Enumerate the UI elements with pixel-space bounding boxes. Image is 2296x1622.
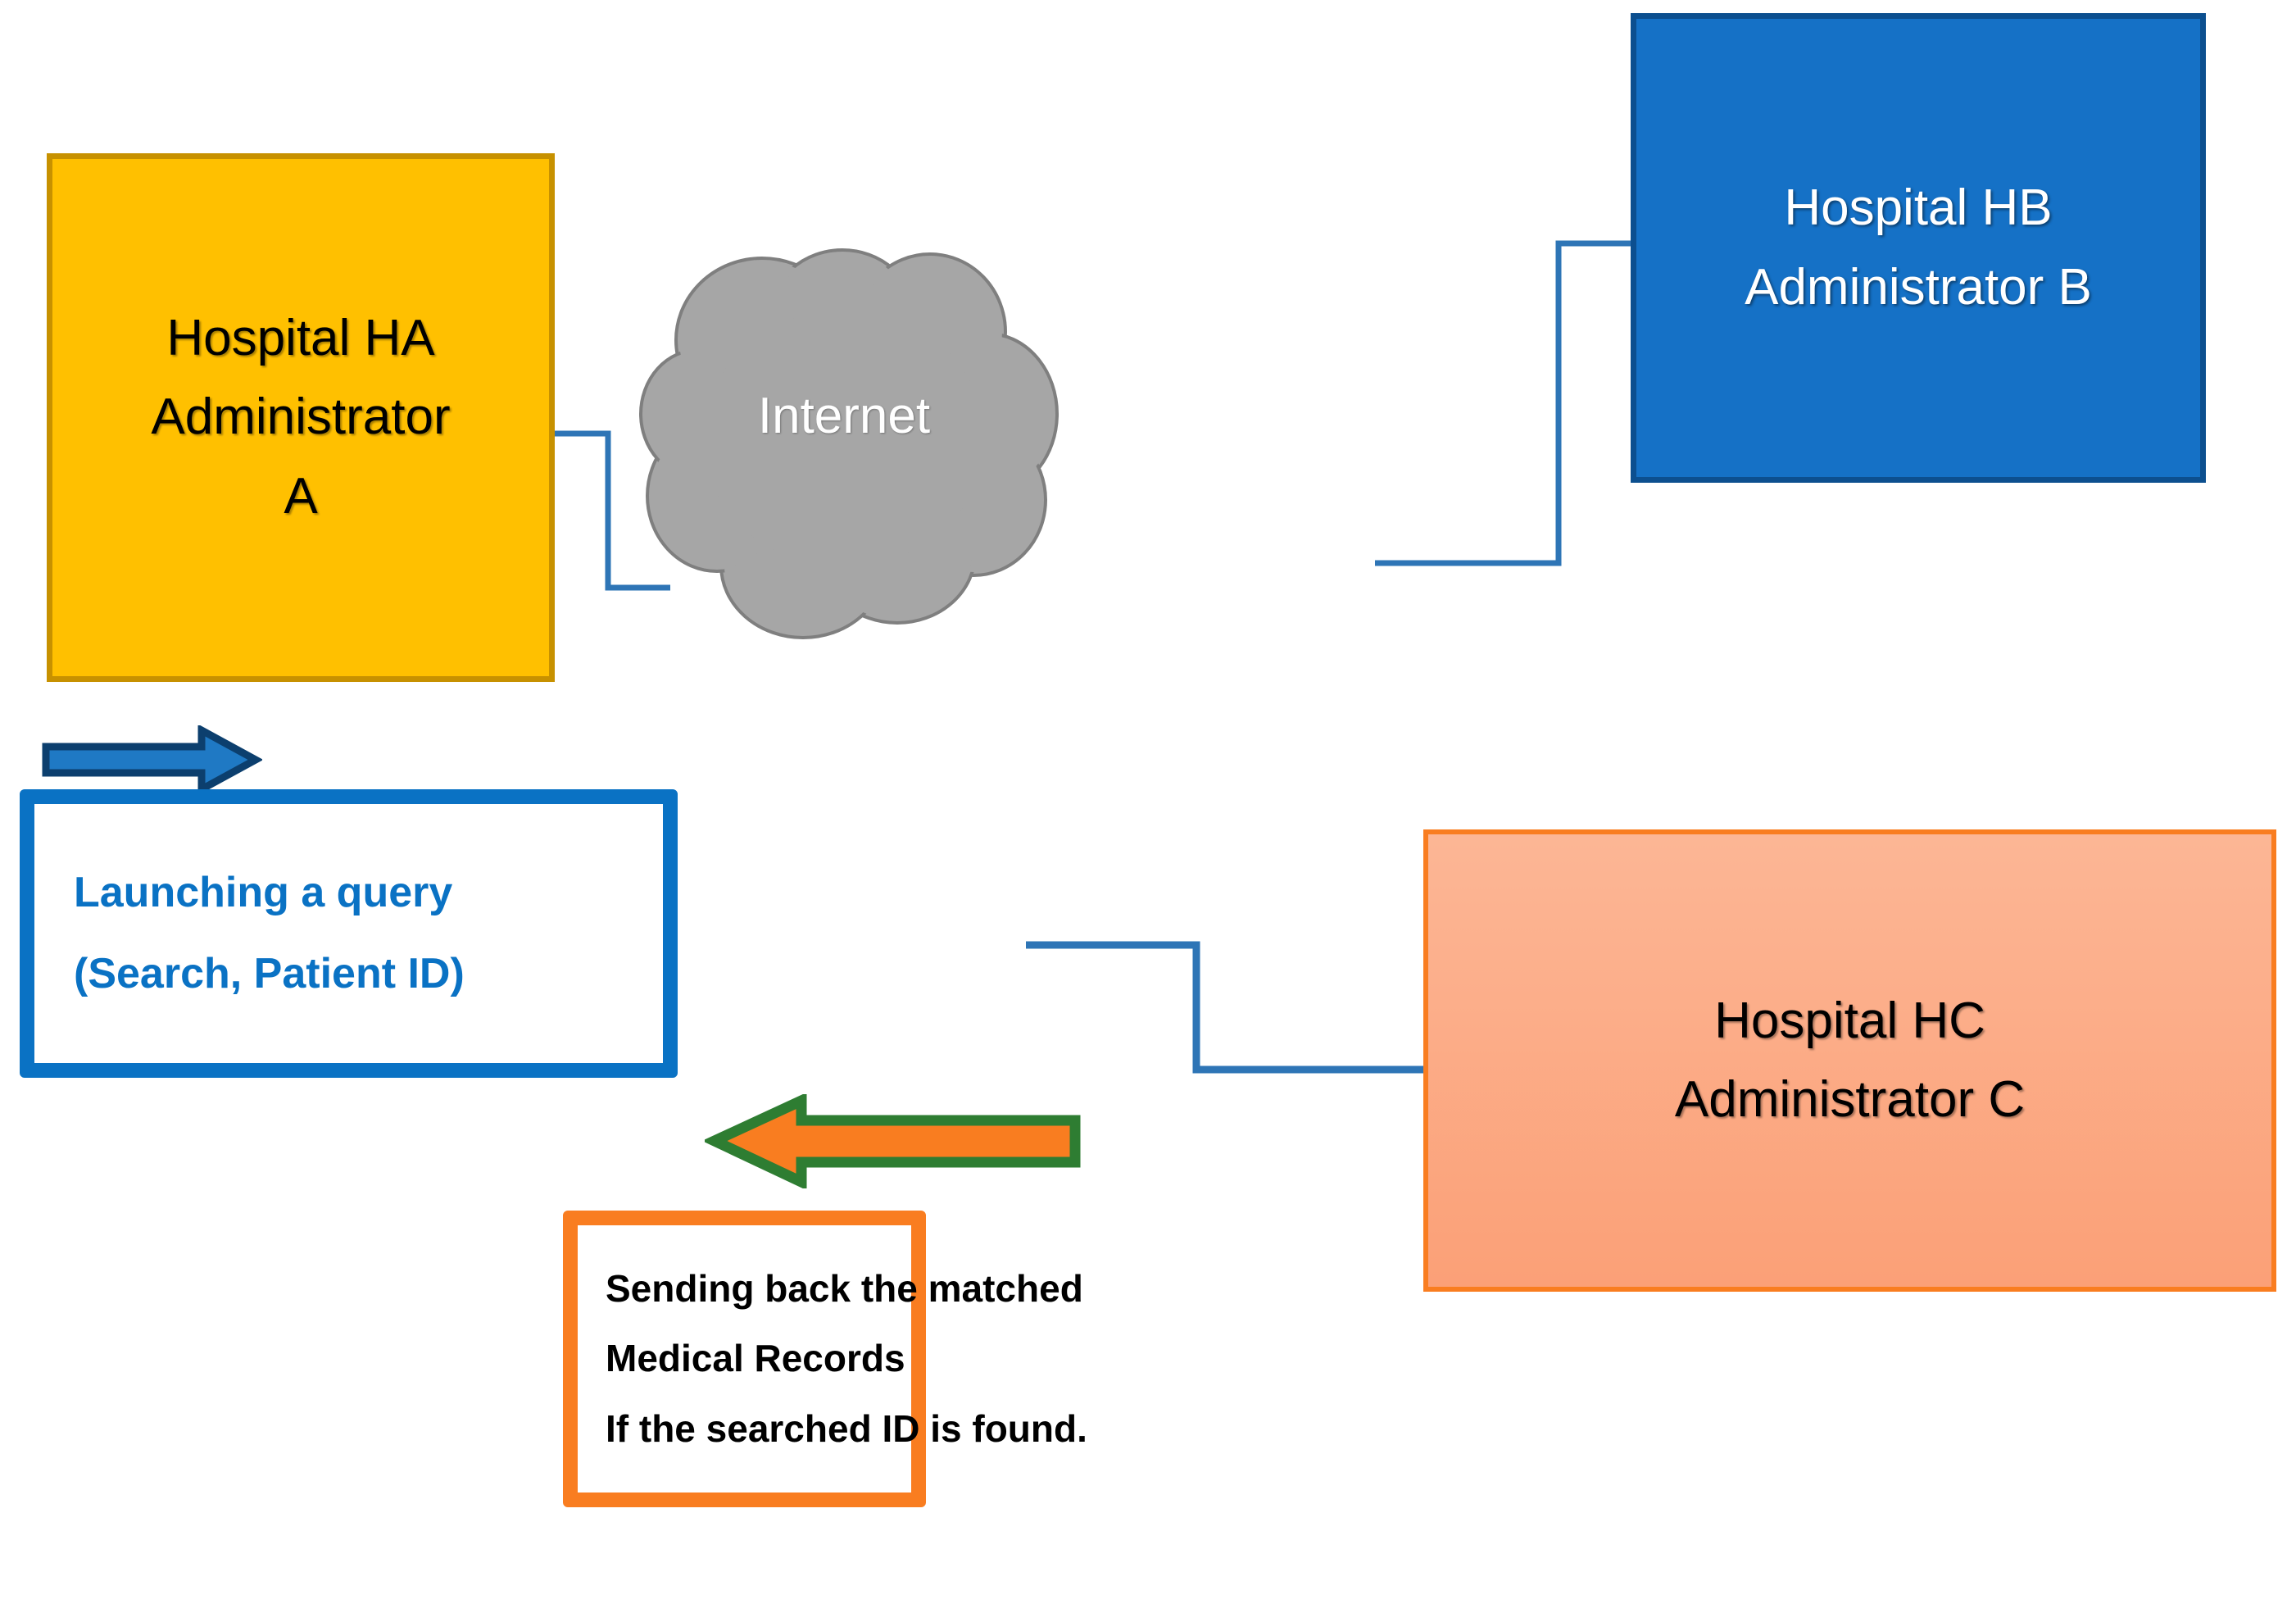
callout-launching-query[interactable]: Launching a query (Search, Patient ID): [20, 789, 678, 1078]
connector-internet-to-hb: [1375, 240, 1632, 566]
callout-records-line-3: If the searched ID is found.: [606, 1406, 1087, 1450]
callout-query-line-2: (Search, Patient ID): [74, 950, 465, 997]
internet-cloud-label: Internet: [757, 388, 931, 444]
node-hospital-hb-line-1: Hospital HB: [1784, 179, 2053, 237]
node-hospital-ha[interactable]: Hospital HA Administrator A: [47, 153, 555, 682]
callout-sending-records[interactable]: Sending back the matched Medical Records…: [563, 1211, 1087, 1507]
right-arrow-icon: [42, 725, 262, 795]
callout-records-line-1: Sending back the matched: [606, 1267, 1083, 1311]
connector-internet-to-hc: [1026, 941, 1426, 1074]
internet-cloud-icon: [639, 248, 1059, 639]
node-hospital-hb-line-2: Administrator B: [1745, 258, 2092, 316]
node-hospital-hc[interactable]: Hospital HC Administrator C: [1423, 829, 2276, 1292]
left-arrow-icon: [705, 1094, 1081, 1188]
callout-query-line-1: Launching a query: [74, 869, 453, 917]
node-hospital-ha-line-3: A: [284, 467, 318, 525]
node-hospital-ha-line-1: Hospital HA: [166, 310, 435, 367]
connector-ha-to-internet: [551, 430, 670, 591]
node-hospital-hc-line-1: Hospital HC: [1714, 992, 1985, 1049]
node-hospital-hb[interactable]: Hospital HB Administrator B: [1631, 13, 2206, 483]
node-hospital-hc-line-2: Administrator C: [1674, 1071, 2026, 1128]
node-hospital-ha-line-2: Administrator: [151, 388, 451, 446]
callout-records-line-2: Medical Records: [606, 1337, 905, 1380]
